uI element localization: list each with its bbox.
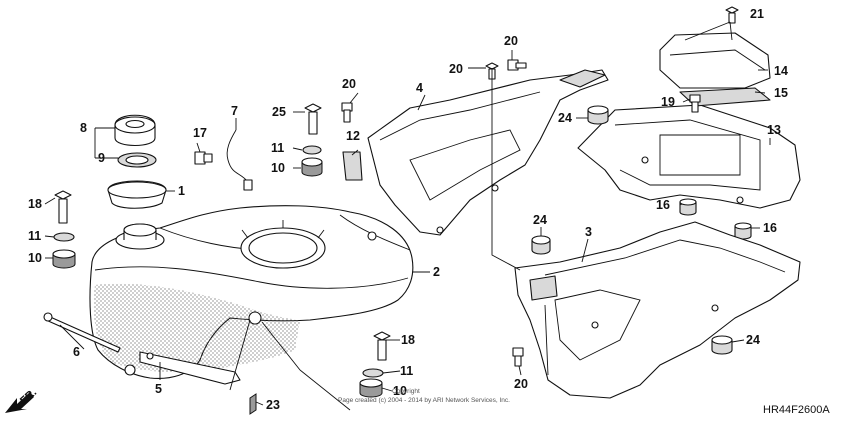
callout-10-lower: 10 xyxy=(393,384,407,398)
tank-upper-bracket[interactable] xyxy=(367,69,609,236)
callout-5: 5 xyxy=(155,382,162,396)
fuel-pump-seal[interactable] xyxy=(117,152,157,168)
callout-23: 23 xyxy=(266,398,280,412)
callout-4: 4 xyxy=(416,81,423,95)
callout-20-a: 20 xyxy=(342,77,356,91)
grommet-24-upper[interactable] xyxy=(587,105,609,125)
callout-11-upper: 11 xyxy=(271,141,284,155)
callout-11-left: 11 xyxy=(28,229,41,243)
washer-11-upper[interactable] xyxy=(302,145,322,155)
callout-12: 12 xyxy=(346,129,360,143)
callout-18-left: 18 xyxy=(28,197,42,211)
bolt-17[interactable] xyxy=(194,151,213,165)
callout-11-lower: 11 xyxy=(400,364,413,378)
callout-16-b: 16 xyxy=(763,221,777,235)
grommet-16-b[interactable] xyxy=(734,222,752,240)
grommet-16-a[interactable] xyxy=(679,198,697,216)
grommet-10-upper[interactable] xyxy=(301,157,323,177)
fuel-pump-cap[interactable] xyxy=(114,114,156,147)
fuel-tank[interactable] xyxy=(89,205,414,379)
bolt-18-left[interactable] xyxy=(54,190,72,224)
callout-9: 9 xyxy=(98,151,105,165)
electrical-box-cover[interactable] xyxy=(659,32,771,89)
callout-21: 21 xyxy=(750,7,764,21)
copyright-line-2: Page created (c) 2004 - 2014 by ARI Netw… xyxy=(338,397,510,404)
callout-3: 3 xyxy=(585,225,592,239)
callout-13: 13 xyxy=(767,123,781,137)
bolt-20-d[interactable] xyxy=(512,347,524,367)
bolt-18-lower[interactable] xyxy=(373,331,391,361)
leader-lines xyxy=(44,21,771,411)
callout-24-upper: 24 xyxy=(558,111,572,125)
screw-21[interactable] xyxy=(725,6,739,24)
callout-6: 6 xyxy=(73,345,80,359)
diagram-code: HR44F2600A xyxy=(763,404,830,416)
bolt-20-a[interactable] xyxy=(341,102,353,123)
callout-7: 7 xyxy=(231,104,238,118)
callout-25: 25 xyxy=(272,105,286,119)
clip-23[interactable] xyxy=(249,393,257,415)
fuel-sender-harness[interactable] xyxy=(226,129,253,191)
tank-mounting-rod[interactable] xyxy=(43,312,121,353)
washer-11-lower[interactable] xyxy=(362,368,384,378)
callout-15: 15 xyxy=(774,86,788,100)
callout-17: 17 xyxy=(193,126,207,140)
callout-24-mid: 24 xyxy=(533,213,547,227)
bolt-20-c[interactable] xyxy=(507,59,527,71)
callout-8: 8 xyxy=(80,121,87,135)
callout-20-d: 20 xyxy=(514,377,528,391)
callout-16-a: 16 xyxy=(656,198,670,212)
callout-24-lower: 24 xyxy=(746,333,760,347)
grommet-10-lower[interactable] xyxy=(359,378,383,398)
callout-10-upper: 10 xyxy=(271,161,285,175)
washer-11-left[interactable] xyxy=(53,232,75,242)
callout-14: 14 xyxy=(774,64,788,78)
fuel-pump-set-ring[interactable] xyxy=(107,180,167,209)
callout-numbers: 1 2 3 4 5 6 7 8 9 10 10 10 11 11 11 12 1… xyxy=(28,7,788,412)
bolt-25[interactable] xyxy=(304,103,322,135)
callout-20-b: 20 xyxy=(449,62,463,76)
callout-10-left: 10 xyxy=(28,251,42,265)
grommet-24-lower[interactable] xyxy=(711,335,733,355)
callout-20-c: 20 xyxy=(504,34,518,48)
copyright-line-1: Copyright xyxy=(392,388,420,395)
callout-19: 19 xyxy=(661,95,675,109)
front-direction-arrow-icon: FR. xyxy=(5,386,39,413)
callout-18-lower: 18 xyxy=(401,333,415,347)
bolt-19[interactable] xyxy=(689,94,701,113)
callout-1: 1 xyxy=(178,184,185,198)
clip-12[interactable] xyxy=(342,151,363,181)
grommet-10-left[interactable] xyxy=(52,249,76,269)
tank-lower-guard[interactable] xyxy=(514,221,801,399)
callout-2: 2 xyxy=(433,265,440,279)
grommet-24-mid[interactable] xyxy=(531,235,551,255)
electrical-box[interactable] xyxy=(577,104,801,209)
